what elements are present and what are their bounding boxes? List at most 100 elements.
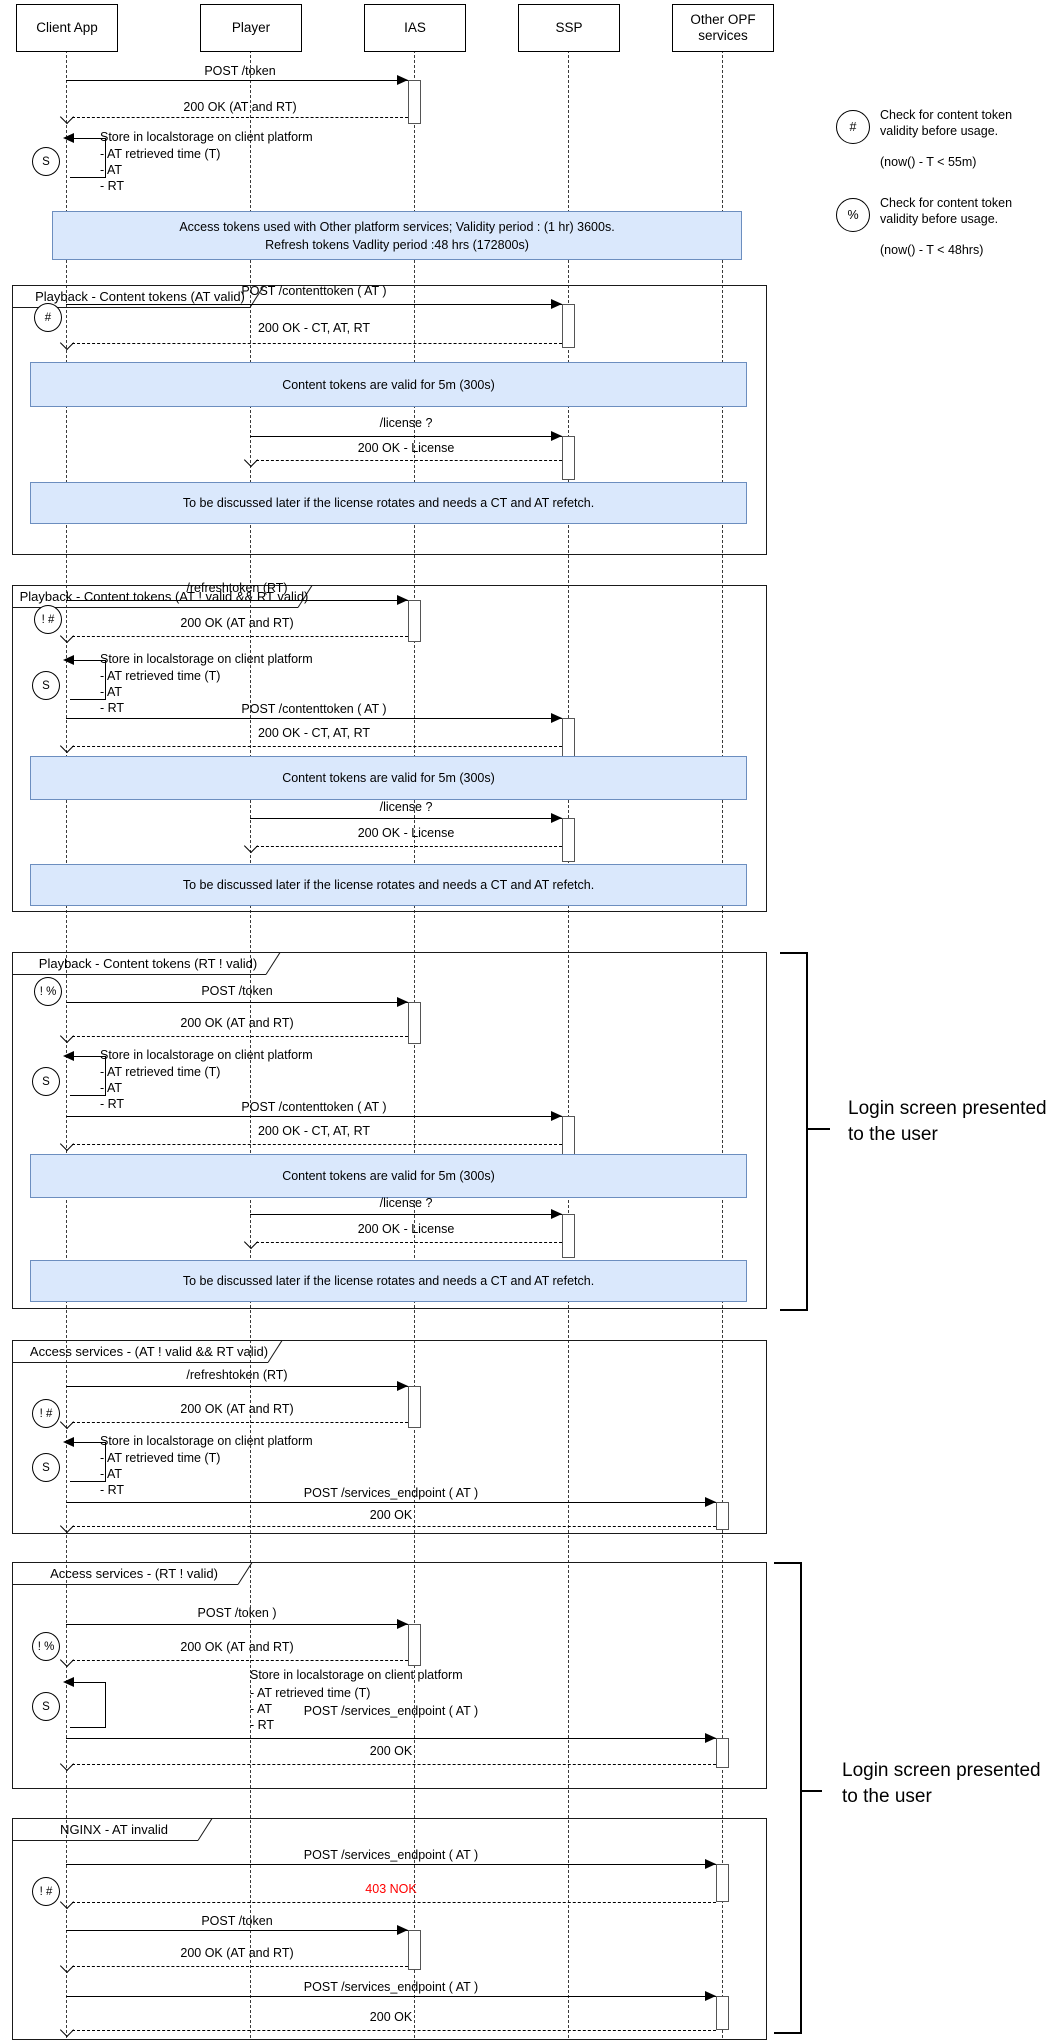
arrowhead-open	[59, 109, 75, 125]
note-text: Content tokens are valid for 5m (300s)	[282, 1169, 495, 1183]
return-arrow	[72, 1902, 716, 1903]
store-text: Store in localstorage on client platform	[100, 130, 313, 144]
legend-percent-icon: %	[836, 198, 870, 232]
badge-label: ! %	[39, 985, 57, 998]
note-text: To be discussed later if the license rot…	[182, 496, 595, 510]
badge-label: ! %	[37, 1640, 55, 1653]
percent-symbol: %	[847, 208, 859, 222]
arrowhead	[397, 1381, 408, 1391]
store-text: - AT	[250, 1702, 272, 1716]
activation-bar	[562, 1214, 575, 1258]
arrowhead	[397, 1619, 408, 1629]
activation-bar	[408, 80, 421, 124]
lifeline-client-app	[66, 50, 67, 2038]
return-label: 200 OK - License	[357, 441, 455, 455]
lifeline-other-opf	[722, 50, 723, 2038]
return-label: 200 OK	[369, 1508, 413, 1522]
frame-playback-at-invalid-rt-valid	[12, 585, 767, 912]
arrowhead	[551, 1111, 562, 1121]
legend-hash-icon: #	[836, 110, 870, 144]
arrowhead	[705, 1859, 716, 1869]
message-arrow	[66, 600, 408, 601]
lifeline-player	[250, 50, 251, 2038]
note-text: To be discussed later if the license rot…	[182, 878, 595, 892]
self-message-loop	[70, 660, 106, 700]
message-arrow	[66, 1930, 408, 1931]
return-label: 200 OK (AT and RT)	[180, 1640, 294, 1654]
return-arrow	[72, 1660, 408, 1661]
message-arrow	[66, 304, 562, 305]
bracket-tick	[800, 1790, 822, 1792]
store-text: - AT	[100, 1467, 122, 1481]
note-text: Access tokens used with Other platform s…	[179, 219, 615, 234]
note-license-discussion: To be discussed later if the license rot…	[30, 482, 747, 524]
store-text: - AT retrieved time (T)	[100, 669, 221, 683]
return-label: 200 OK	[369, 2010, 413, 2024]
activation-bar	[408, 1624, 421, 1666]
actor-other-opf: Other OPF services	[672, 4, 774, 52]
return-label: 200 OK	[369, 1744, 413, 1758]
message-label: POST /token	[201, 984, 273, 998]
message-arrow	[66, 1002, 408, 1003]
message-label: /license ?	[379, 1196, 433, 1210]
message-label: /license ?	[379, 800, 433, 814]
message-label: /refreshtoken (RT)	[186, 581, 288, 595]
message-arrow	[66, 1624, 408, 1625]
return-label: 200 OK (AT and RT)	[180, 1946, 294, 1960]
return-arrow	[72, 1036, 408, 1037]
actor-label: Player	[231, 20, 271, 35]
actor-label: IAS	[404, 20, 426, 35]
store-badge: S	[32, 1453, 60, 1482]
arrowhead	[551, 813, 562, 823]
activation-bar	[408, 1002, 421, 1044]
store-text: - RT	[100, 1097, 125, 1111]
message-label: POST /contenttoken ( AT )	[241, 1100, 387, 1114]
self-message-loop	[70, 1442, 106, 1482]
activation-bar	[716, 1502, 729, 1530]
message-label: POST /contenttoken ( AT )	[241, 284, 387, 298]
message-label: POST /services_endpoint ( AT )	[303, 1980, 479, 1994]
message-arrow	[66, 718, 562, 719]
bracket-label: to the user	[842, 1786, 932, 1807]
arrowhead	[705, 1733, 716, 1743]
return-arrow	[72, 1526, 716, 1527]
message-arrow	[250, 818, 562, 819]
frame-nginx-at-invalid	[12, 1818, 767, 2040]
return-arrow	[256, 1242, 562, 1243]
annotation-bracket	[774, 1562, 802, 2034]
return-arrow	[72, 1764, 716, 1765]
note-text: Content tokens are valid for 5m (300s)	[282, 771, 495, 785]
return-arrow	[256, 846, 562, 847]
frame-title: Playback - Content tokens (RT ! valid)	[38, 956, 258, 971]
frame-access-at-invalid-rt-valid	[12, 1340, 767, 1534]
frame-title: Access services - (RT ! valid)	[50, 1566, 218, 1581]
return-arrow	[72, 1422, 408, 1423]
arrowhead	[63, 1677, 74, 1687]
hash-symbol: #	[849, 120, 857, 134]
return-label: 200 OK - CT, AT, RT	[257, 321, 371, 335]
arrowhead	[705, 1991, 716, 2001]
message-arrow	[66, 1864, 716, 1865]
frame-tab	[12, 607, 298, 608]
badge-label: S	[42, 1461, 50, 1474]
arrowhead	[397, 997, 408, 1007]
note-license-discussion: To be discussed later if the license rot…	[30, 1260, 747, 1302]
message-arrow	[66, 1386, 408, 1387]
activation-bar	[716, 1996, 729, 2030]
return-label: 200 OK (AT and RT)	[180, 1402, 294, 1416]
check-badge: ! %	[34, 977, 62, 1006]
store-text: - RT	[100, 701, 125, 715]
legend-percent-text: validity before usage.	[880, 212, 999, 226]
return-arrow	[72, 1144, 562, 1145]
return-label: 200 OK - CT, AT, RT	[257, 1124, 371, 1138]
activation-bar	[562, 818, 575, 862]
activation-bar	[562, 1116, 575, 1158]
note-text: To be discussed later if the license rot…	[182, 1274, 595, 1288]
lifeline-ssp	[568, 50, 569, 2038]
legend-hash-condition: (now() - T < 55m)	[880, 155, 977, 169]
lifeline-ias	[414, 50, 415, 2038]
frame-tab	[12, 1584, 238, 1585]
note-content-token-validity: Content tokens are valid for 5m (300s)	[30, 756, 747, 800]
store-text: - AT	[100, 163, 122, 177]
